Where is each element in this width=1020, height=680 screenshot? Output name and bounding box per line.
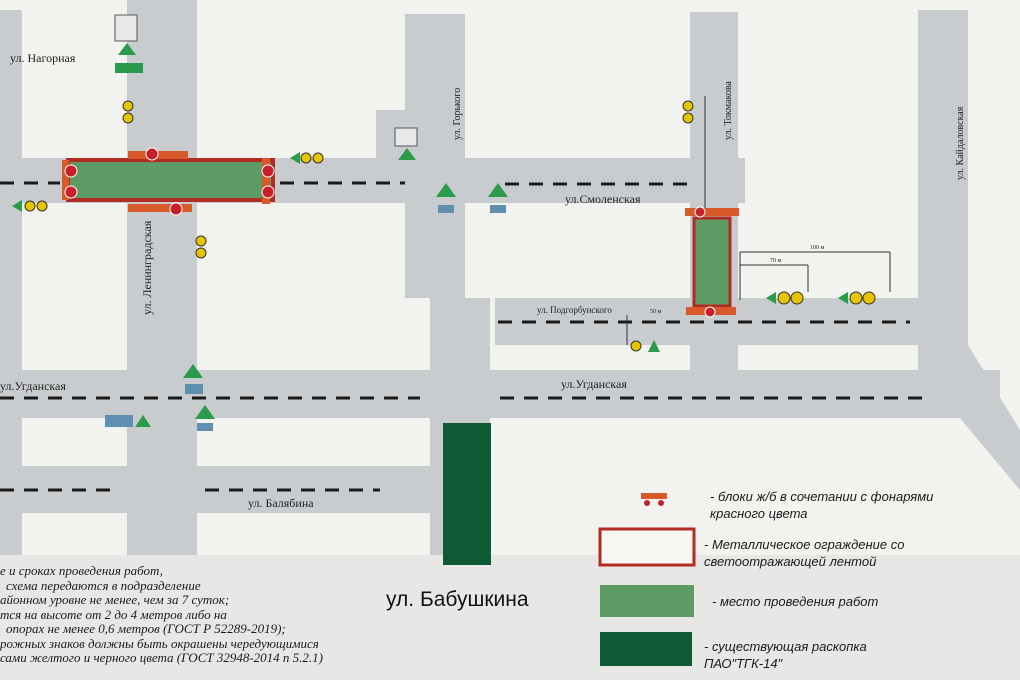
distance-label: 50 м [650,309,662,315]
no-entry-signs [64,147,716,318]
road-kaydalovskaya-bend [918,345,1020,490]
distance-lines [626,96,891,345]
distance-label: 100 м [810,245,825,251]
warning-signs [12,14,876,431]
no-entry-icon [261,164,275,178]
road-left-stub [0,10,22,680]
street-label-tokmakova: ул. Токмакова [723,81,734,140]
no-entry-icon [694,206,706,218]
work-zone-smolenskaya [66,158,275,202]
no-entry-icon [704,306,716,318]
no-entry-icon [145,147,159,161]
sign-group [290,152,324,164]
street-label-ugdanskaya-right: ул.Угданская [561,377,627,391]
no-entry-icon [169,202,183,216]
note-line: е и сроках проведения работ, [0,563,163,578]
legend-text-work: - место проведения работ [712,594,879,609]
sign-group [436,183,456,213]
existing-dig-babushkina [443,423,491,565]
lane-markings [0,181,930,492]
note-line: сами желтого и черного цвета (ГОСТ 32948… [0,650,324,665]
legend-fence-icon [598,527,696,567]
street-label-babushkina: ул. Бабушкина [386,588,529,611]
note-line: опорах не менее 0,6 метров (ГОСТ Р 52289… [6,621,286,636]
road-kaydalovskaya [918,10,968,370]
distance-label: 70 м [770,258,782,264]
note-line: рожных знаков должны быть окрашены черед… [0,635,319,651]
road-babushkina [0,555,1020,680]
sign-group [122,100,134,124]
legend-blocks-icon [641,493,667,506]
no-entry-icon [261,185,275,199]
note-line: тся на высоте от 2 до 4 метров либо на [0,606,227,622]
sign-group [114,14,143,73]
sign-group [105,415,151,427]
street-label-podgorbunskogo: ул. Подгорбунского [537,305,612,315]
legend-text-blocks: - блоки ж/б в сочетании с фонарями красн… [710,489,934,521]
street-label-balyabina: ул. Балябина [248,496,314,510]
road-tokmakova [690,12,738,372]
sign-group [682,100,694,124]
sign-group [488,183,508,213]
sign-group [838,291,876,305]
legend-text-dig: - существующая раскопка ПАО"ТГК-14" [704,639,867,671]
street-label-kaydalovskaya: ул. Кайдаловская [955,106,966,180]
street-label-leningradskaya: ул. Ленинградская [140,220,154,315]
legend-text-fence: - Металлическое ограждение со светоотраж… [704,537,905,569]
notes-block: е и сроках проведения работ, схема перед… [0,563,375,666]
sign-group [394,127,418,160]
sign-group [183,364,203,394]
sign-group [766,291,804,305]
no-entry-icon [64,164,78,178]
no-entry-icon [64,185,78,199]
sign-group [12,200,48,212]
sign-group [630,340,660,352]
work-zone-tokmakova [692,216,732,308]
work-zones [66,158,732,565]
note-line: схема передаются в подразделение [6,577,201,593]
street-label-nagornaya: ул. Нагорная [10,51,76,65]
note-line: айонном уровне не менее, чем за 7 суток; [0,592,230,607]
street-label-gorkogo: ул. Горького [452,88,463,140]
road-gorkogo [405,14,465,298]
sign-group [195,235,207,259]
legend-work-icon [600,585,694,617]
street-label-smolenskaya: ул.Смоленская [565,192,641,206]
sign-group [195,405,215,431]
legend-dig-icon [600,632,692,666]
street-label-ugdanskaya-left: ул.Угданская [0,379,66,393]
